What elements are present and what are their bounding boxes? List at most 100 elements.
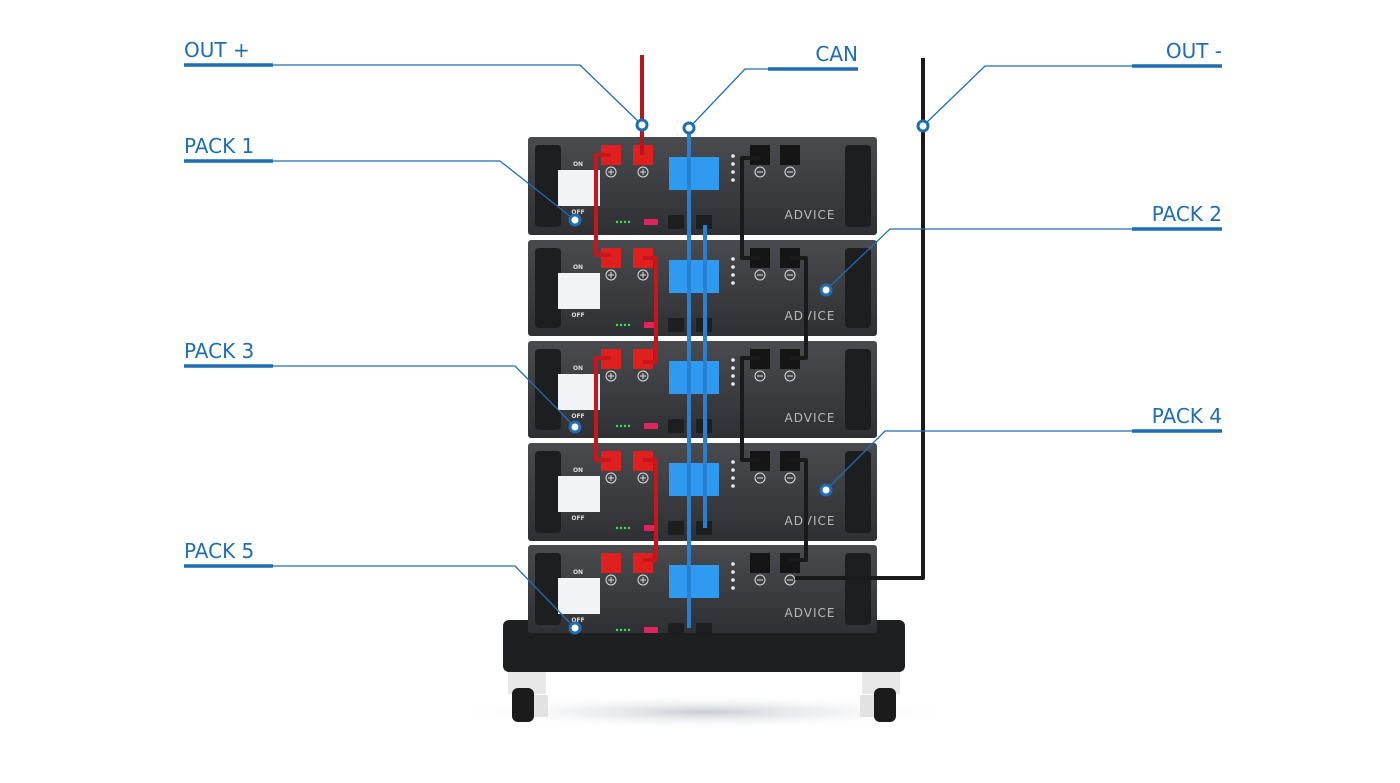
breaker-switch[interactable] (558, 476, 600, 512)
plus-icon (608, 373, 614, 379)
plus-icon (637, 269, 649, 281)
rj45-port (696, 623, 712, 637)
indicator-led (731, 374, 735, 378)
minus-icon (784, 166, 796, 178)
soc-led (627, 424, 631, 428)
handle[interactable] (845, 553, 871, 625)
rj45-port (668, 623, 684, 637)
plus-icon (640, 577, 646, 583)
soc-led (623, 323, 627, 327)
indicator-led (731, 476, 735, 480)
plus-icon (637, 166, 649, 178)
negative-jumper-cables (740, 156, 808, 562)
off-label: OFF (571, 413, 584, 420)
negative-terminal (780, 553, 800, 573)
plus-icon (605, 166, 617, 178)
plus-icon (605, 370, 617, 382)
label-out-minus: OUT - (1166, 39, 1222, 63)
label-pack-5: PACK 5 (184, 539, 254, 563)
on-label: ON (573, 161, 583, 168)
indicator-led (731, 366, 735, 370)
negative-terminal (750, 553, 770, 573)
breaker-switch[interactable] (558, 578, 600, 614)
label-pack-4: PACK 4 (1152, 404, 1222, 428)
handle[interactable] (535, 248, 561, 328)
display-screen (669, 157, 719, 190)
battery-module-3: ON OFF ADVICE (528, 341, 877, 438)
handle[interactable] (845, 349, 871, 430)
plus-icon (605, 472, 617, 484)
off-label: OFF (571, 617, 584, 624)
usb-port (644, 219, 658, 225)
minus-icon (784, 269, 796, 281)
off-label: OFF (571, 312, 584, 319)
indicator-led (731, 468, 735, 472)
breaker-switch[interactable] (558, 170, 600, 206)
handle[interactable] (845, 145, 871, 227)
soc-led (623, 424, 627, 428)
indicator-led (731, 484, 735, 488)
soc-led (615, 323, 619, 327)
indicator-led (731, 178, 735, 182)
plus-icon (637, 472, 649, 484)
handle[interactable] (535, 349, 561, 430)
brand-logo: ADVICE (785, 411, 836, 425)
breaker-switch[interactable] (558, 374, 600, 410)
handle[interactable] (535, 451, 561, 533)
label-out-plus: OUT + (184, 38, 250, 62)
minus-icon (754, 269, 766, 281)
soc-led (623, 526, 627, 530)
negative-terminal (750, 145, 770, 165)
indicator-led (731, 570, 735, 574)
positive-jumper-cables (594, 153, 658, 562)
plus-icon (608, 475, 614, 481)
handle[interactable] (845, 248, 871, 328)
indicator-led (731, 281, 735, 285)
indicator-led (731, 562, 735, 566)
label-can: CAN (815, 42, 858, 66)
soc-led (627, 220, 631, 224)
battery-module-1: ON OFF ADVICE (528, 137, 877, 235)
indicator-led (731, 154, 735, 158)
minus-icon (754, 166, 766, 178)
soc-led (619, 220, 623, 224)
soc-led (623, 628, 627, 632)
floor-shadow (445, 694, 965, 730)
wheel (508, 672, 548, 722)
soc-led (619, 323, 623, 327)
off-label: OFF (571, 209, 584, 216)
callouts (184, 63, 1222, 629)
brand-logo: ADVICE (785, 208, 836, 222)
plus-icon (608, 577, 614, 583)
minus-icon (784, 370, 796, 382)
on-label: ON (573, 365, 583, 372)
minus-icon (754, 370, 766, 382)
handle[interactable] (845, 451, 871, 533)
display-screen (669, 565, 719, 598)
minus-icon (754, 472, 766, 484)
plus-icon (640, 169, 646, 175)
indicator-led (731, 382, 735, 386)
label-pack-3: PACK 3 (184, 339, 254, 363)
positive-terminal (633, 553, 653, 573)
soc-led (615, 424, 619, 428)
usb-port (644, 423, 658, 429)
on-label: ON (573, 264, 583, 271)
usb-port (644, 525, 658, 531)
minus-icon (784, 472, 796, 484)
negative-terminal (780, 145, 800, 165)
positive-terminal (601, 553, 621, 573)
indicator-led (731, 257, 735, 261)
cables (594, 55, 925, 628)
indicator-led (731, 265, 735, 269)
label-pack-1: PACK 1 (184, 134, 254, 158)
handle[interactable] (535, 145, 561, 227)
breaker-switch[interactable] (558, 273, 600, 309)
display-screen (669, 463, 719, 496)
handle[interactable] (535, 553, 561, 625)
